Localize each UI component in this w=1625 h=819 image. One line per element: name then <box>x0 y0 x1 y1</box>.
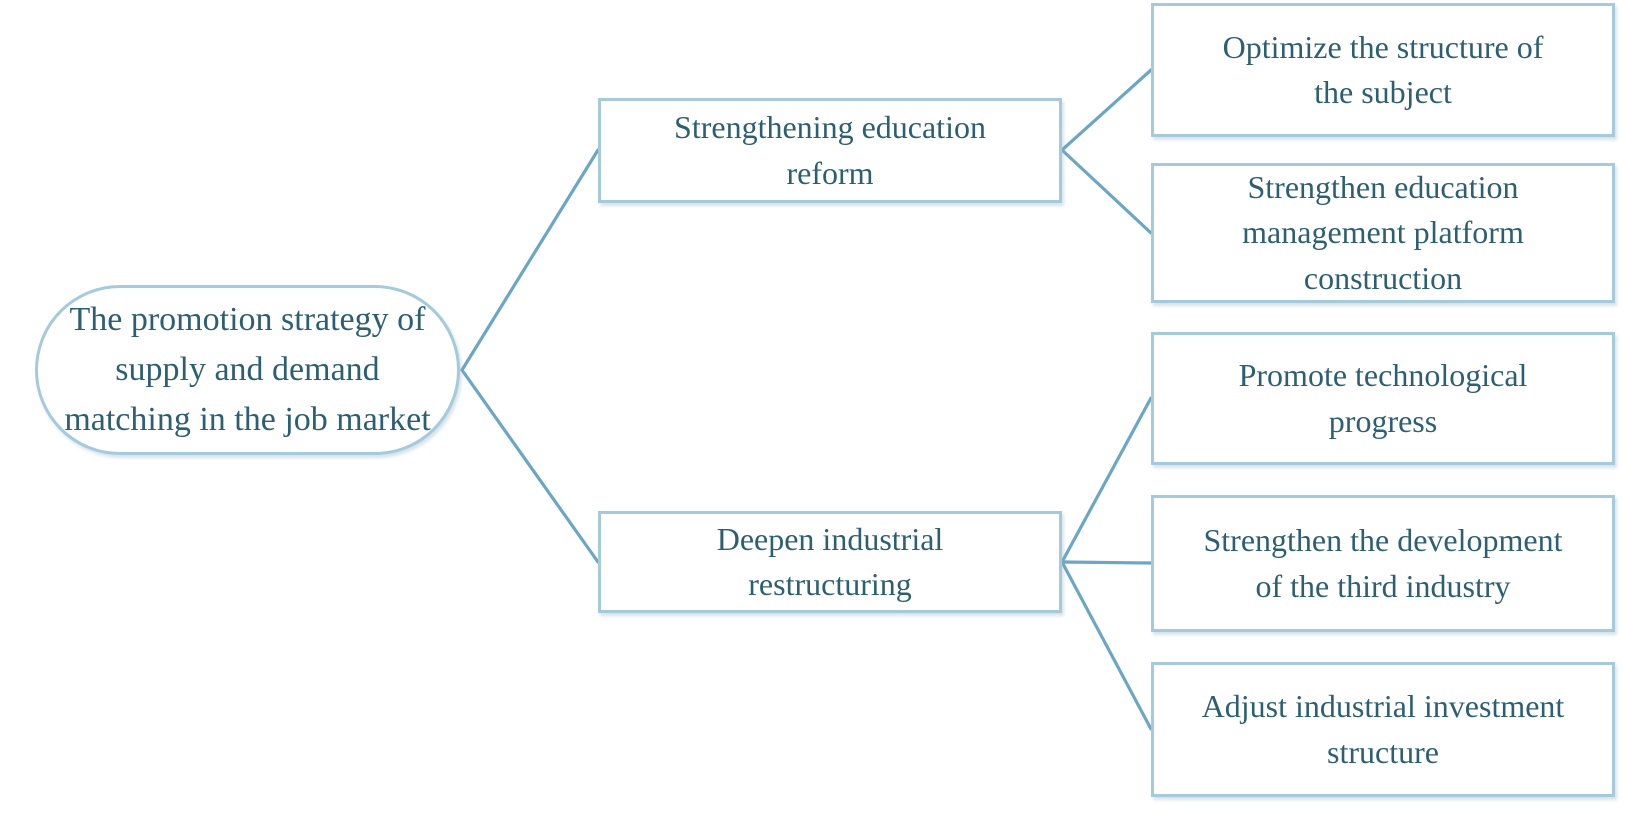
connector-education-to-optimize-structure <box>1060 68 1153 152</box>
connector-root-to-industrial-restructuring <box>460 368 600 564</box>
connector-industrial-to-investment-structure <box>1060 560 1153 731</box>
connector-industrial-to-technological-progress <box>1060 396 1153 564</box>
root-node: The promotion strategy of supply and dem… <box>35 285 460 455</box>
leaf-node-investment-structure: Adjust industrial investment structure <box>1151 662 1615 797</box>
leaf-node-third-industry: Strengthen the development of the third … <box>1151 495 1615 632</box>
connector-industrial-to-third-industry <box>1060 560 1153 565</box>
branch-node-education-reform: Strengthening education reform <box>598 98 1062 203</box>
leaf-node-optimize-structure: Optimize the structure of the subject <box>1151 3 1615 137</box>
branch-node-industrial-restructuring: Deepen industrial restructuring <box>598 511 1062 613</box>
leaf-node-management-platform: Strengthen education management platform… <box>1151 163 1615 303</box>
connector-root-to-education-reform <box>460 148 600 372</box>
leaf-node-technological-progress: Promote technological progress <box>1151 332 1615 465</box>
connector-education-to-management-platform <box>1060 148 1153 235</box>
